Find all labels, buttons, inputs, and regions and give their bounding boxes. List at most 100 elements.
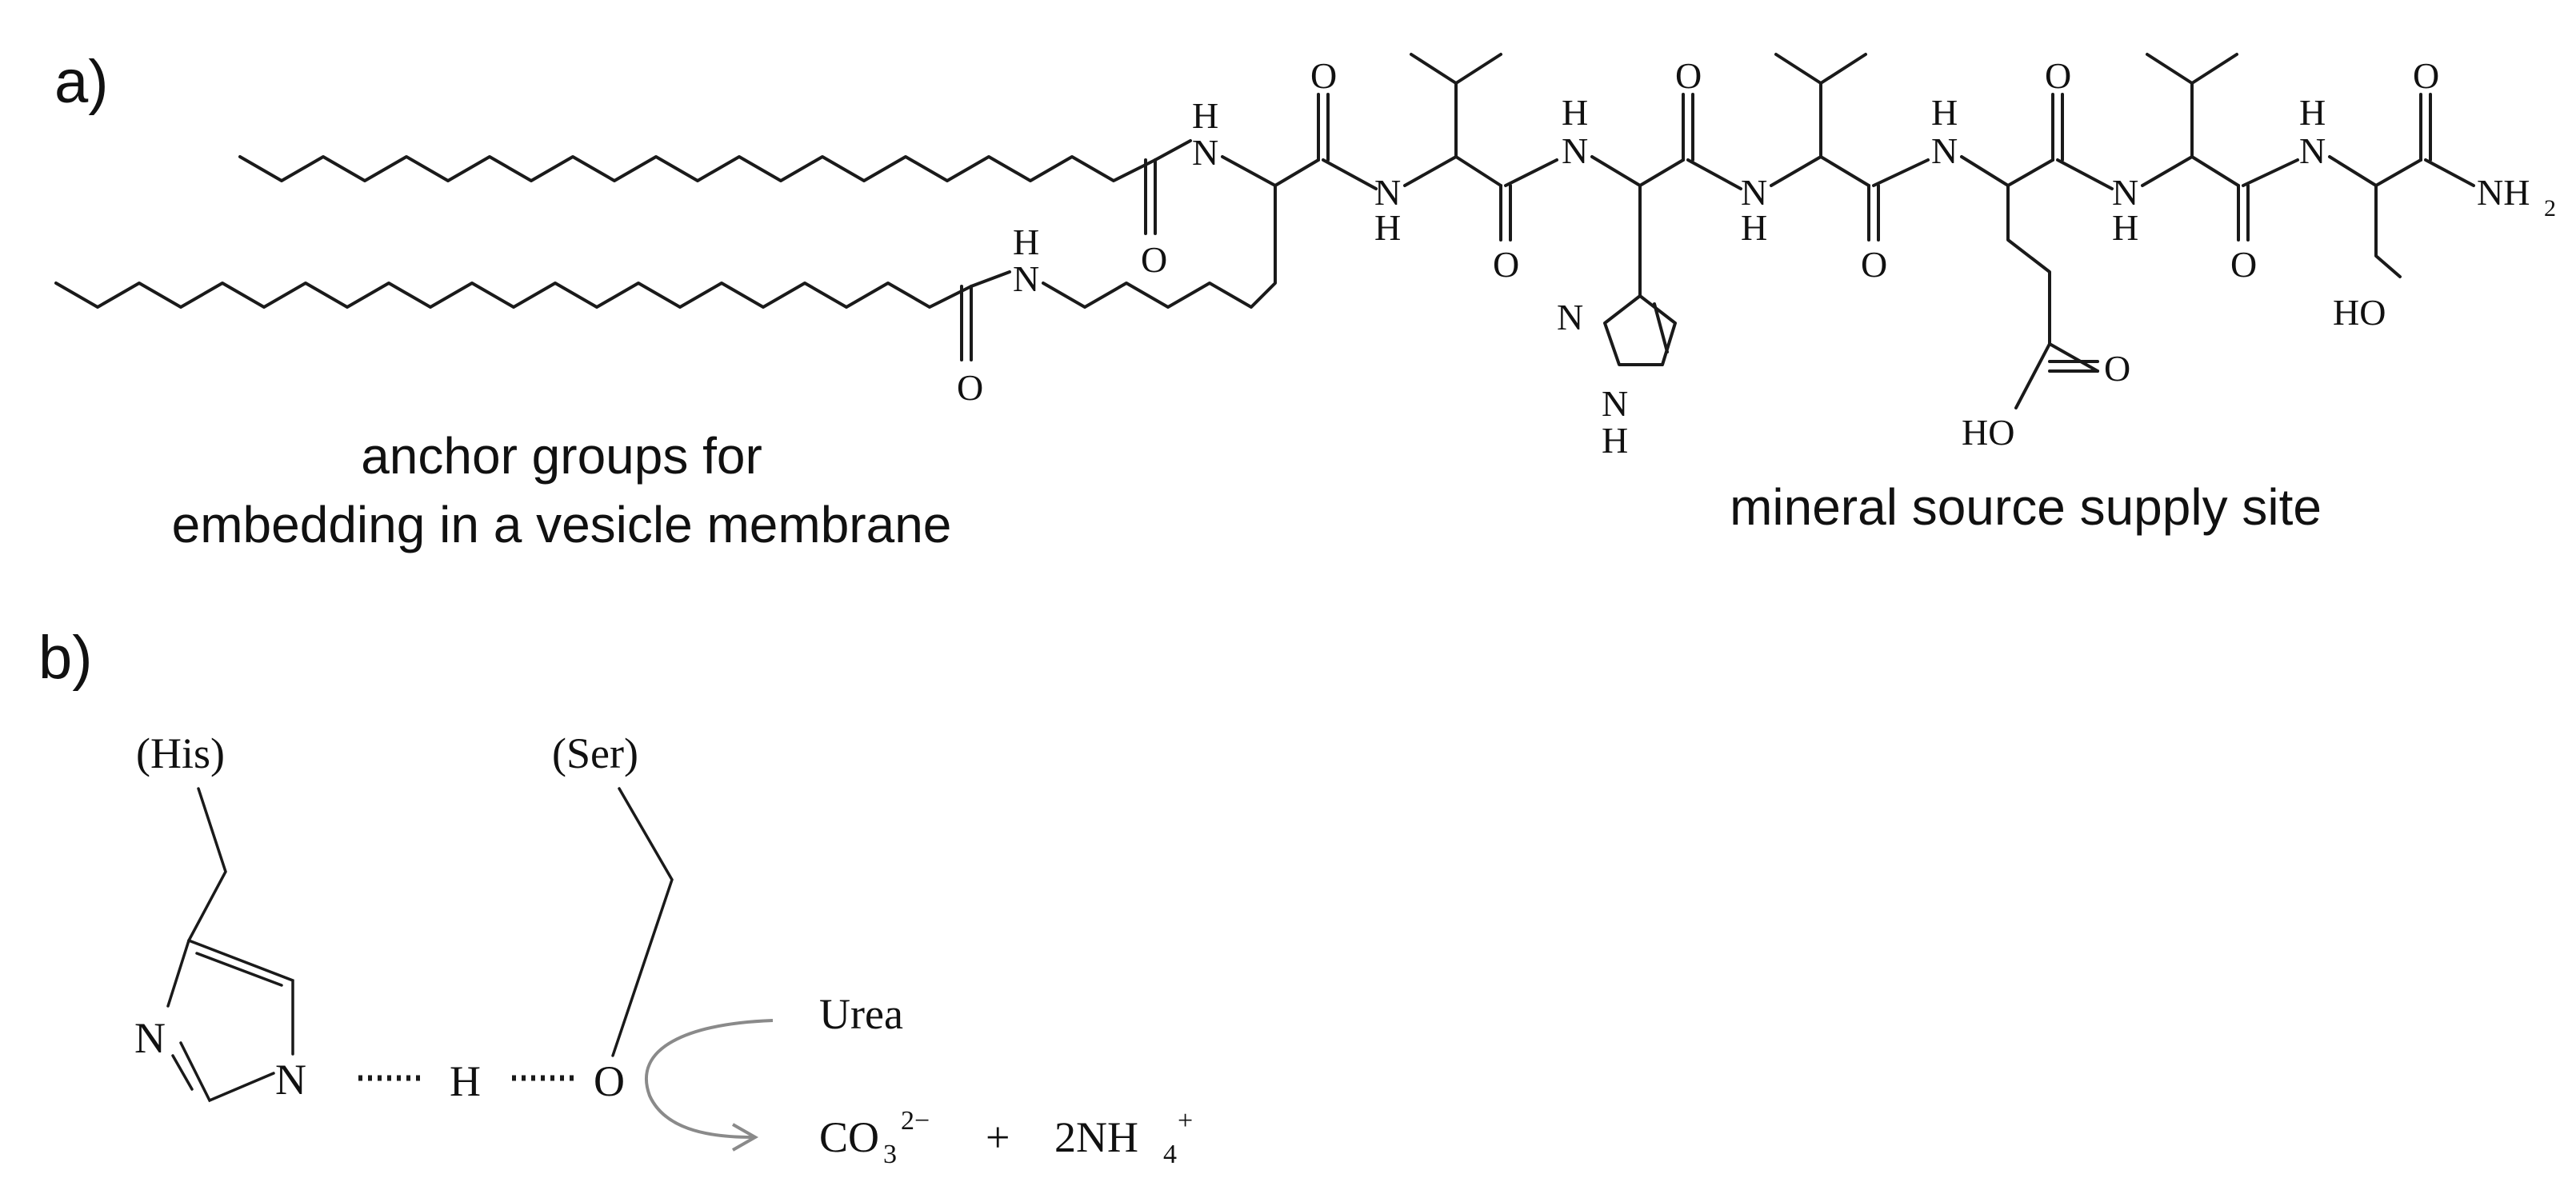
amide-2-h: H <box>1562 92 1588 133</box>
amide-5-n: N <box>2112 172 2138 213</box>
his-ring-right <box>187 939 294 1056</box>
panel-b-label: b) <box>38 624 93 692</box>
upper-amide-bond <box>1154 139 1192 162</box>
terminal-nh2-sub: 2 <box>2544 195 2556 222</box>
amide-4-h: H <box>1931 92 1958 133</box>
ser-linker <box>611 787 674 1057</box>
val2-alpha-bond <box>1770 155 1822 187</box>
his-alpha-bond <box>1590 155 1642 187</box>
product-co-sup: 2− <box>901 1106 930 1136</box>
lower-amide-bond <box>970 270 1011 288</box>
val2-carbonyl-o: O <box>1861 244 1887 285</box>
his-ring-double <box>1653 302 1669 353</box>
upper-amide-n: N <box>1192 132 1218 173</box>
ser-label: (Ser) <box>552 729 638 777</box>
amide-1-n: N <box>1374 172 1401 213</box>
ser-co-bond <box>2374 158 2422 187</box>
reaction-arrowhead <box>732 1123 759 1152</box>
product-nh: 2NH <box>1054 1113 1138 1161</box>
amide-3-n: N <box>1741 172 1767 213</box>
upper-alkyl-chain <box>238 155 1157 182</box>
amide-3-h: H <box>1741 207 1767 248</box>
product-co: CO <box>819 1113 879 1161</box>
his-label: (His) <box>136 729 225 777</box>
terminal-nh: NH <box>2477 172 2530 213</box>
amide-terminal-bond <box>2424 158 2475 187</box>
panel-b: b) (His) (Ser) N N H O Urea CO 3 2− + 2N… <box>38 624 1193 1169</box>
val3-isopropyl <box>2146 53 2238 85</box>
val1-isopropyl <box>1410 53 1502 85</box>
amide-bond-1 <box>1322 158 1378 190</box>
glu-side-chain <box>2006 184 2051 345</box>
glu-alpha-bond <box>1960 155 2010 187</box>
his-imidazole-ring <box>1603 294 1677 366</box>
val1-co-bond <box>1454 155 1502 187</box>
amide-6-n: N <box>2299 130 2326 171</box>
panel-a: a) O H N O H N O N H O <box>54 48 2556 553</box>
scheme-h: H <box>450 1057 481 1105</box>
lower-amide-n: N <box>1013 258 1039 299</box>
ser-carbonyl-o: O <box>2413 55 2439 96</box>
product-nh-sup: + <box>1178 1106 1193 1136</box>
his-ring-double-2 <box>171 1054 194 1091</box>
site-caption: mineral source supply site <box>1730 478 2322 536</box>
his-ring-double <box>195 952 283 987</box>
his-co-bond <box>1638 158 1685 187</box>
glu-carboxyl-oh-bond <box>2014 342 2051 409</box>
anchor-caption-line-1: anchor groups for <box>361 427 762 485</box>
his-linker <box>187 787 227 942</box>
glu-co-bond <box>2006 158 2054 187</box>
amide-bond-4 <box>1872 158 1930 187</box>
upper-amide-h: H <box>1192 95 1218 136</box>
upper-carbonyl-o: O <box>1141 239 1167 280</box>
lys-carbonyl-o: O <box>1310 55 1337 96</box>
lys-side-chain <box>1042 184 1277 309</box>
amide-4-n: N <box>1931 130 1958 171</box>
amide-bond-6 <box>2242 158 2299 187</box>
product-co-sub: 3 <box>883 1140 897 1169</box>
val1-carbonyl-o: O <box>1493 244 1519 285</box>
his-ring-n: N <box>1557 297 1583 337</box>
urea-label: Urea <box>819 990 903 1038</box>
anchor-caption-line-2: embedding in a vesicle membrane <box>172 496 952 553</box>
lower-amide-h: H <box>1013 222 1039 262</box>
reaction-arrow <box>644 1019 774 1139</box>
glu-carboxyl-o: O <box>2104 348 2130 389</box>
scheme-ring-n-left: N <box>134 1014 166 1062</box>
lys-alpha-bond <box>1221 155 1277 187</box>
val3-alpha-bond <box>2141 155 2194 187</box>
val3-carbonyl-o: O <box>2230 244 2257 285</box>
his-ring-bottom <box>179 1041 275 1103</box>
amide-bond-3 <box>1686 158 1742 190</box>
lys-co-bond <box>1274 158 1320 187</box>
scheme-o: O <box>594 1057 625 1105</box>
val3-co-bond <box>2190 155 2240 187</box>
ser-ho: HO <box>2333 292 2386 333</box>
product-nh-sub: 4 <box>1163 1140 1177 1169</box>
his-ring-nh-n: N <box>1602 383 1628 424</box>
amide-bond-2 <box>1504 158 1558 187</box>
ser-alpha-bond <box>2328 155 2378 187</box>
glu-carbonyl-o: O <box>2045 55 2071 96</box>
his-ring-nh-h: H <box>1602 420 1628 461</box>
his-carbonyl-o: O <box>1675 55 1702 96</box>
amide-1-h: H <box>1374 207 1401 248</box>
ser-side-chain <box>2374 184 2402 278</box>
products: CO 3 2− + 2NH 4 + <box>819 1106 1193 1169</box>
panel-a-label: a) <box>54 48 109 116</box>
amide-6-h: H <box>2299 92 2326 133</box>
val2-co-bond <box>1819 155 1870 187</box>
amide-bond-5 <box>2056 158 2114 190</box>
val1-alpha-bond <box>1403 155 1458 187</box>
his-ring-left <box>166 939 190 1008</box>
product-plus: + <box>986 1113 1010 1161</box>
amide-2-n: N <box>1562 130 1588 171</box>
glu-carboxyl-ho: HO <box>1962 412 2014 453</box>
amide-5-h: H <box>2112 207 2138 248</box>
lower-carbonyl-o: O <box>957 367 983 408</box>
scheme-ring-n-right: N <box>275 1056 306 1104</box>
glu-carboxyl-co <box>2048 342 2099 373</box>
lower-alkyl-chain <box>54 282 973 309</box>
val2-isopropyl <box>1774 53 1867 85</box>
